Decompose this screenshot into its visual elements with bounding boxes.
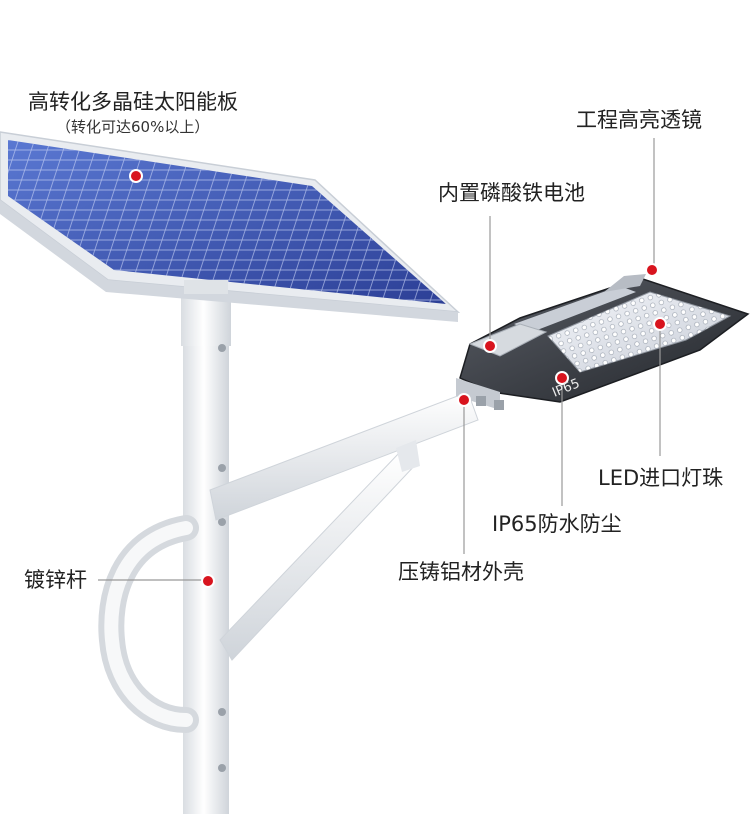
marker-led (653, 317, 667, 331)
pole (181, 286, 231, 814)
label-housing: 压铸铝材外壳 (398, 560, 524, 584)
label-battery: 内置磷酸铁电池 (438, 181, 585, 205)
lamp-arm (209, 391, 479, 661)
marker-lens (645, 263, 659, 277)
callout-lines (98, 138, 661, 581)
label-solar-panel: 高转化多晶硅太阳能板 (28, 90, 238, 114)
label-led: LED进口灯珠 (598, 466, 724, 490)
lamp-head (456, 274, 750, 410)
label-lens: 工程高亮透镜 (576, 108, 702, 132)
solar-panel (0, 131, 461, 322)
callout-markers (129, 169, 667, 588)
label-pole: 镀锌杆 (24, 568, 87, 592)
label-ip-rating: IP65防水防尘 (492, 512, 622, 536)
marker-battery (483, 339, 497, 353)
marker-ip-rating (555, 371, 569, 385)
marker-pole (201, 574, 215, 588)
label-solar-panel-note: （转化可达60%以上） (56, 118, 210, 136)
marker-housing (457, 393, 471, 407)
marker-solar-panel (129, 169, 143, 183)
